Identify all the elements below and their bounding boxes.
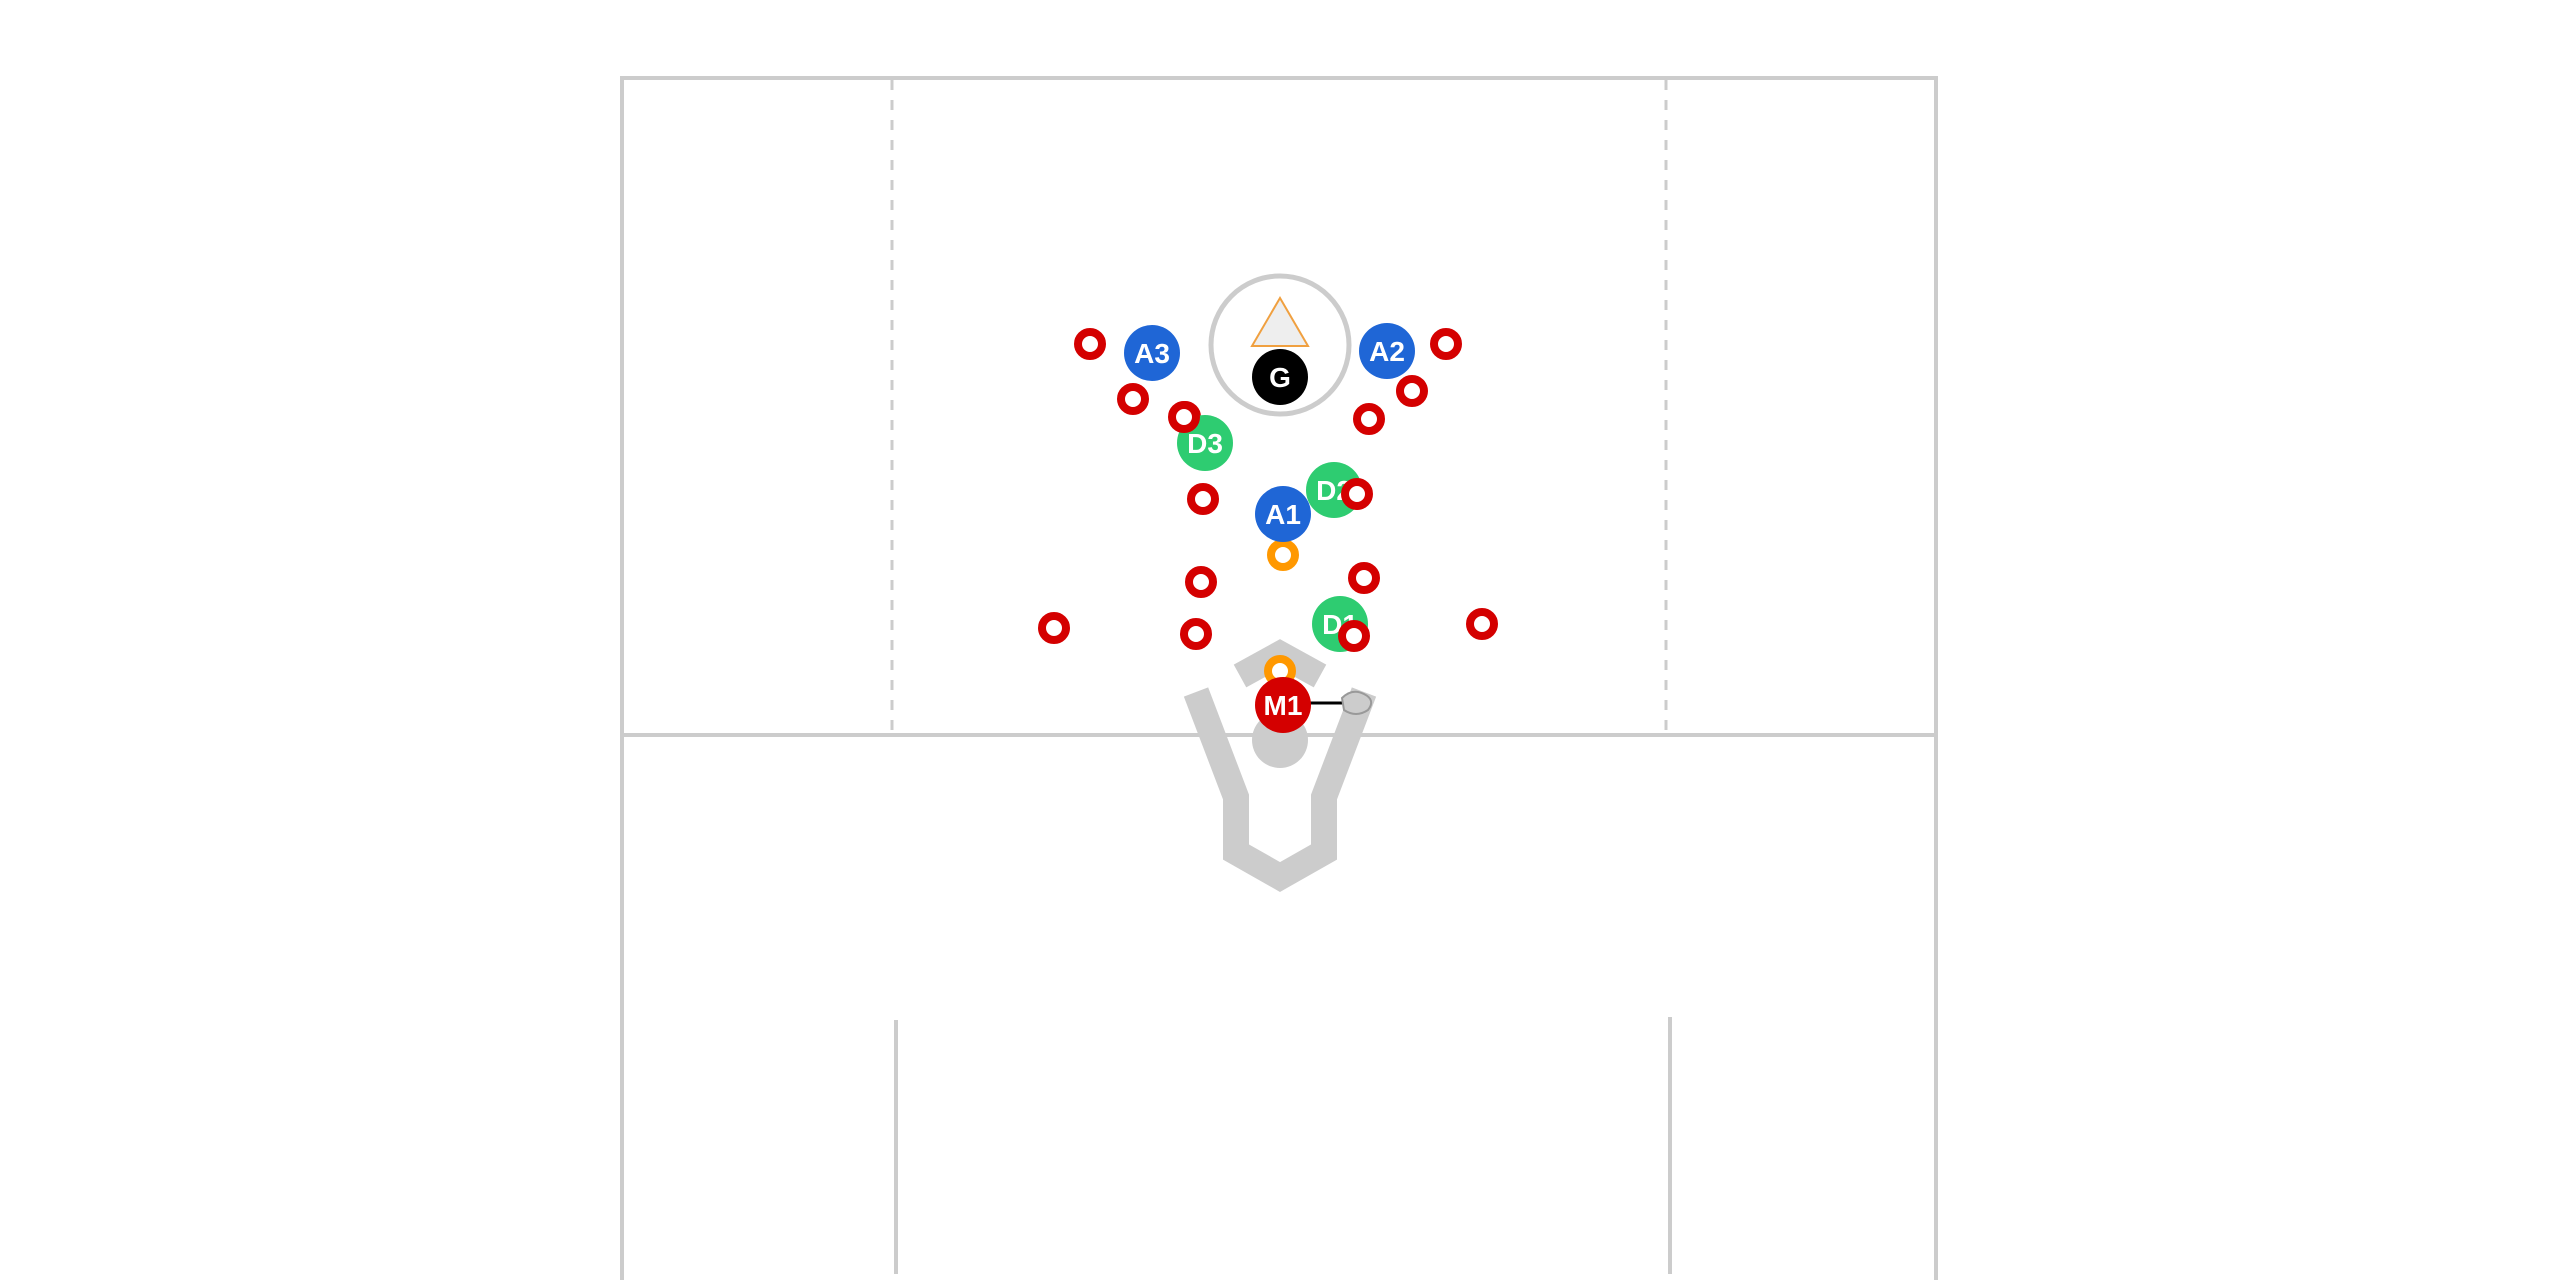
player-m1: M1	[1255, 677, 1373, 733]
player-g: G	[1252, 349, 1308, 405]
cone-red	[1466, 608, 1498, 640]
stick-head-top	[1233, 639, 1327, 688]
cone-red	[1168, 401, 1200, 433]
field-lines	[620, 76, 1938, 1280]
player-m1-label: M1	[1264, 690, 1303, 721]
cone-red	[1396, 375, 1428, 407]
cone-red	[1074, 328, 1106, 360]
cone-red	[1187, 483, 1219, 515]
cone-red	[1038, 612, 1070, 644]
player-a1: A1	[1255, 486, 1311, 542]
field-boundary	[620, 76, 1938, 1280]
cone-orange	[1267, 539, 1299, 571]
player-a2: A2	[1359, 323, 1415, 379]
cone-red	[1430, 328, 1462, 360]
player-a1-label: A1	[1265, 499, 1301, 530]
players: A3 A2 D3 D2 D1 A1 G	[1124, 323, 1415, 733]
orange-cones	[1264, 539, 1299, 687]
cone-red	[1117, 383, 1149, 415]
player-a3-label: A3	[1134, 338, 1170, 369]
cone-red	[1353, 403, 1385, 435]
cone-red	[1185, 566, 1217, 598]
stick-head-icon	[1340, 690, 1373, 715]
player-a2-label: A2	[1369, 336, 1405, 367]
player-d3-label: D3	[1187, 428, 1223, 459]
player-g-label: G	[1269, 362, 1291, 393]
goal	[1250, 296, 1310, 347]
cone-red	[1341, 478, 1373, 510]
stick-head-outline	[1183, 687, 1377, 892]
cone-red	[1338, 620, 1370, 652]
player-a3: A3	[1124, 325, 1180, 381]
cone-red	[1348, 562, 1380, 594]
cone-red	[1180, 618, 1212, 650]
stick-pattern	[1183, 639, 1377, 892]
